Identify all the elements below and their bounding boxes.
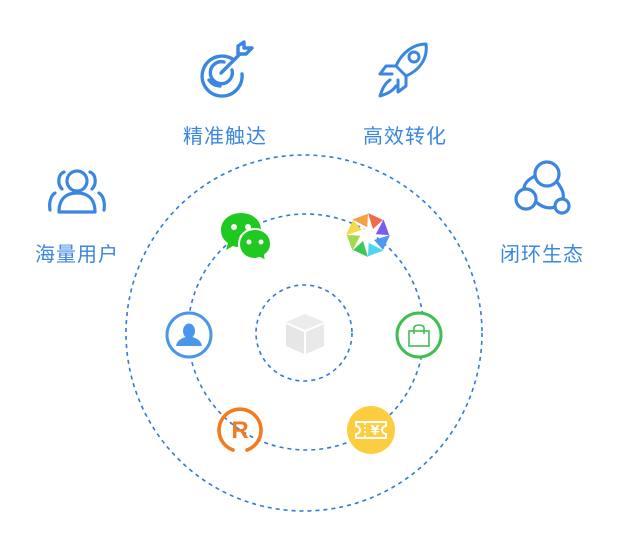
target-arrow-icon	[200, 40, 254, 98]
feature-label: 闭环生态	[500, 242, 584, 266]
feature-label: 高效转化	[363, 124, 447, 148]
registered-trademark-icon: R	[217, 407, 263, 452]
feature-precise-reach: 精准触达	[170, 40, 280, 149]
outer-dashed-ring	[125, 154, 483, 512]
cube-icon	[286, 314, 324, 354]
connected-circles-icon	[514, 160, 571, 215]
feature-label: 精准触达	[183, 124, 267, 148]
node-camera-aperture[interactable]	[344, 211, 392, 259]
wechat-icon	[221, 213, 273, 262]
yuan-symbol: ¥	[370, 424, 379, 439]
feature-closed-loop-ecosystem: 闭环生态	[487, 158, 597, 267]
node-registered-brand[interactable]: R	[215, 405, 265, 455]
user-profile-icon	[165, 311, 213, 359]
registered-letter: R	[231, 417, 248, 444]
node-user-profile[interactable]	[164, 310, 214, 360]
center-node[interactable]	[280, 308, 330, 358]
feature-label: 海量用户	[35, 242, 119, 266]
aperture-icon	[346, 213, 390, 257]
coupon-ticket-icon: ¥	[347, 406, 395, 454]
inner-dashed-ring	[255, 284, 353, 382]
shopping-bag-icon	[395, 311, 443, 359]
feature-efficient-conversion: 高效转化	[350, 40, 460, 149]
rocket-icon	[378, 42, 428, 98]
users-group-icon	[48, 169, 106, 214]
node-coupon[interactable]: ¥	[346, 405, 396, 455]
node-shopping-bag[interactable]	[394, 310, 444, 360]
node-wechat[interactable]	[217, 210, 275, 262]
feature-massive-users: 海量用户	[22, 166, 132, 267]
